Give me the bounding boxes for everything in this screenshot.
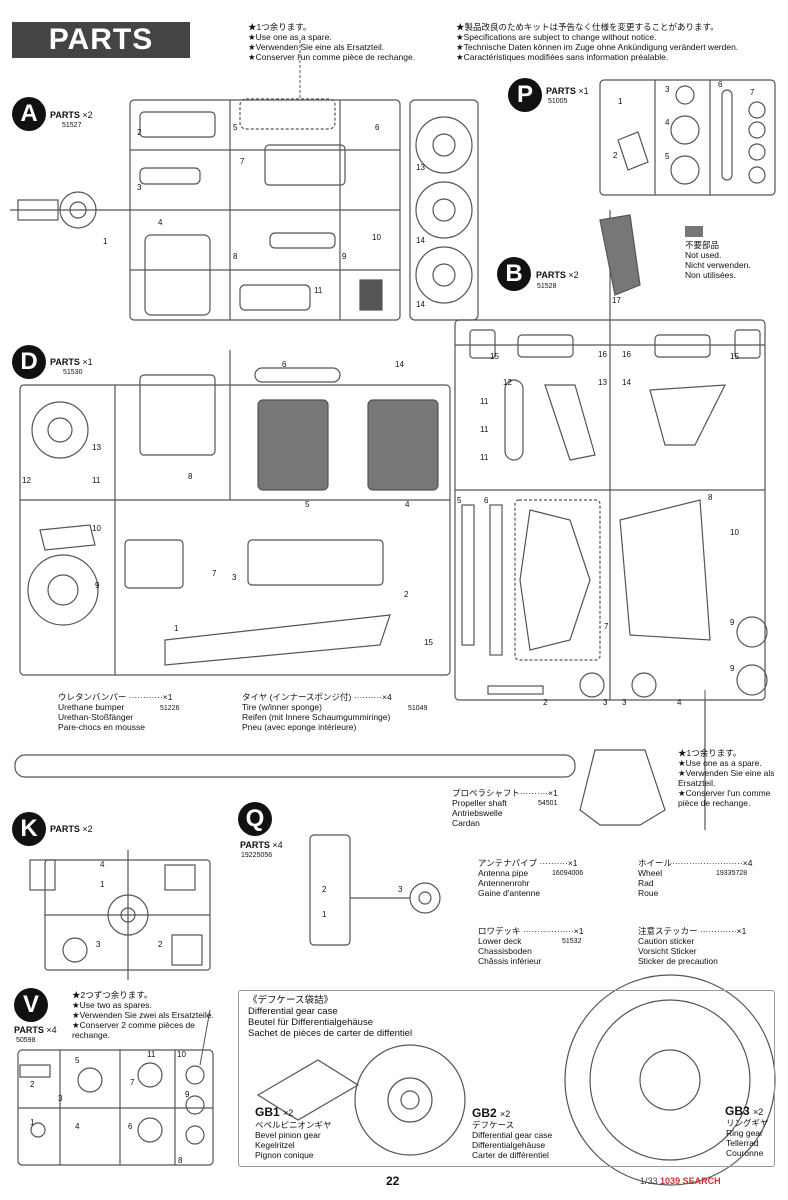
parts-k-title: PARTS ×2 [50, 824, 93, 834]
spare-note: ★1つ余ります。 ★Use one as a spare. ★Verwenden… [248, 22, 416, 62]
parts-k-letter: K [12, 812, 46, 846]
gb1-text: ベベルピニオンギヤ Bevel pinion gear Kegelritzel … [255, 1120, 332, 1160]
b-spare-note: ★1つ余ります。 ★Use one as a spare. ★Verwenden… [678, 748, 775, 808]
diff-gear-box [238, 990, 775, 1167]
parts-p-title: PARTS ×1 [546, 86, 589, 96]
parts-banner: PARTS [12, 22, 190, 58]
parts-q-letter: Q [238, 802, 272, 836]
page-number: 22 [386, 1174, 400, 1188]
item-lowerdeck: ロワデッキ ··················×1 Lower deck Ch… [478, 926, 584, 966]
parts-p-number: 51005 [548, 98, 568, 105]
gb2-label: GB2 ×2 [472, 1106, 511, 1120]
parts-d-title: PARTS ×1 [50, 357, 93, 367]
item-sticker: 注意ステッカー ·············×1 Caution sticker … [638, 926, 747, 966]
gb2-text: デフケース Differential gear case Differentia… [472, 1120, 553, 1160]
item-bumper: ウレタンバンパー ············×1 Urethane bumper … [58, 692, 173, 732]
spec-note: ★製品改良のためキットは予告なく仕様を変更することがあります。 ★Specifi… [456, 22, 739, 62]
parts-a-title: PARTS ×2 [50, 110, 93, 120]
parts-a-letter: A [12, 97, 46, 131]
parts-v-letter: V [14, 988, 48, 1022]
item-antenna: アンテナパイプ ··········×1 Antenna pipe Antenn… [478, 858, 578, 898]
diff-box-title: 《デフケース袋詰》 Differential gear case Beutel … [248, 995, 413, 1039]
item-wheel: ホイール·························×4 Wheel Ra… [638, 858, 753, 898]
not-used-note: 不要部品 Not used. Nicht verwenden. Non util… [685, 240, 751, 280]
parts-b-letter: B [497, 257, 531, 291]
item-bumper-number: 51226 [160, 705, 180, 712]
item-tire: タイヤ (インナースポンジ付) ··········×4 Tire (w/inn… [242, 692, 392, 732]
parts-d-letter: D [12, 345, 46, 379]
item-shaft-number: 54501 [538, 800, 558, 807]
item-lowerdeck-number: 51532 [562, 938, 582, 945]
gb3-text: リングギヤ Ring gear Tellerrad Couronne [726, 1118, 769, 1158]
parts-v-title: PARTS ×4 [14, 1025, 57, 1035]
parts-q-number: 19225056 [241, 852, 273, 859]
parts-d-number: 51530 [63, 369, 83, 376]
parts-q-title: PARTS ×4 [240, 840, 283, 850]
parts-b-number: 51528 [537, 283, 557, 290]
parts-a-number: 51527 [62, 122, 82, 129]
item-tire-number: 51049 [408, 705, 428, 712]
gb1-label: GB1 ×2 [255, 1105, 294, 1119]
v-spare-note: ★2つずつ余ります。 ★Use two as spares. ★Verwende… [72, 990, 214, 1040]
item-shaft: プロペラシャフト··········×1 Propeller shaft Ant… [452, 788, 558, 828]
item-antenna-number: 16094006 [552, 870, 584, 877]
parts-b-title: PARTS ×2 [536, 270, 579, 280]
parts-p-letter: P [508, 78, 542, 112]
watermark: 1/33 1039 SEARCH [640, 1176, 721, 1186]
item-wheel-number: 19335728 [716, 870, 748, 877]
gb3-label: GB3 ×2 [725, 1104, 764, 1118]
parts-v-number: 50598 [16, 1037, 36, 1044]
not-used-swatch [685, 226, 703, 237]
